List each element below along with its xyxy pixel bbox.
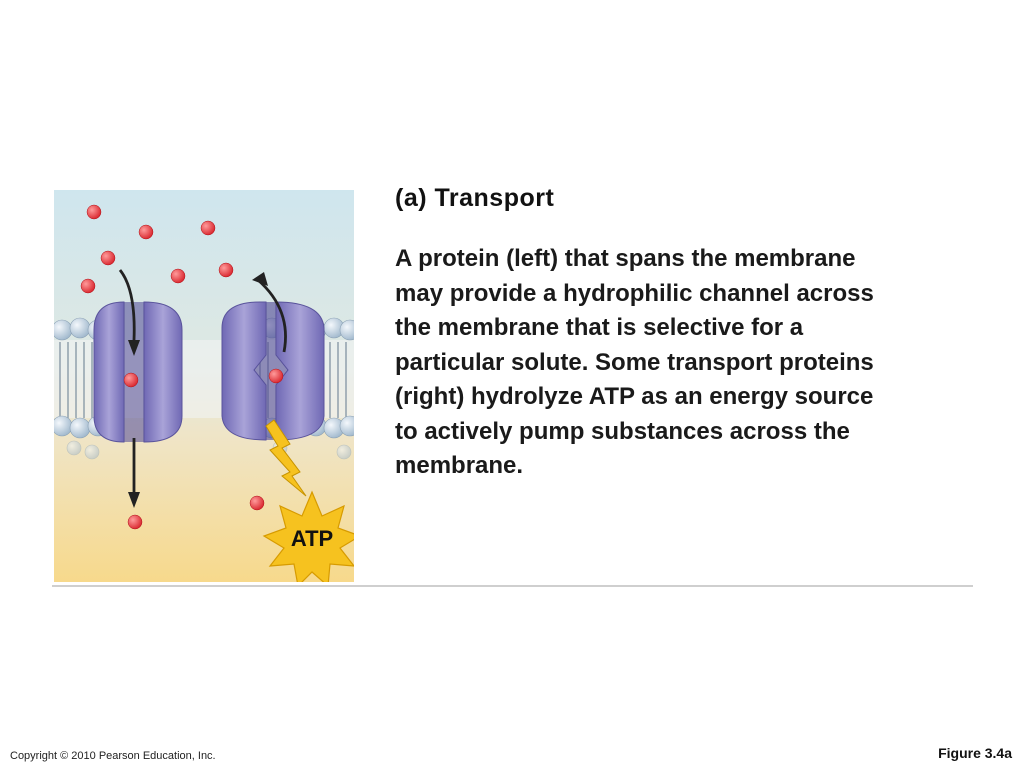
arrowheads (128, 272, 268, 508)
transport-diagram: ATP (54, 190, 354, 582)
figure-description: A protein (left) that spans the membrane… (395, 245, 874, 479)
transport-arrows (118, 269, 287, 496)
figure-heading: (a) Transport (395, 184, 555, 212)
divider (52, 585, 973, 587)
atp-burst: ATP (262, 490, 354, 582)
atp-label: ATP (291, 526, 333, 551)
solute-molecules (80, 204, 284, 530)
channel-protein (93, 301, 183, 443)
energy-bolt (265, 419, 307, 497)
figure-label: Figure 3.4a (938, 745, 1012, 761)
copyright-notice: Copyright © 2010 Pearson Education, Inc. (10, 750, 216, 762)
